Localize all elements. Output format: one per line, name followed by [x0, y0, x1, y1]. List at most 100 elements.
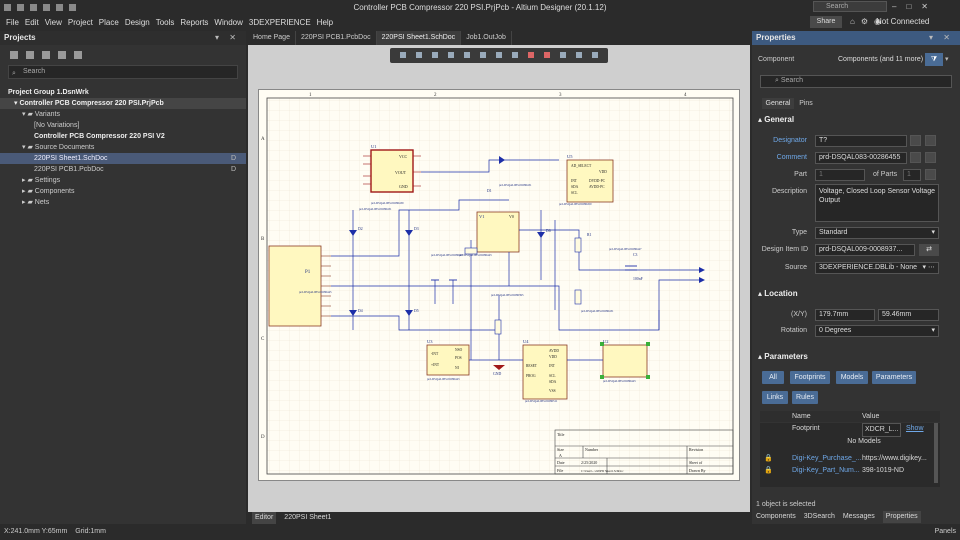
lock-icon[interactable] — [925, 169, 936, 180]
menu-help[interactable]: Help — [316, 17, 334, 27]
type-label: Type — [791, 229, 807, 236]
schematic-sheet[interactable]: 1 2 3 4 A B C D P1 U1 VCC VOUT GND U5 AD… — [258, 89, 740, 481]
global-search-input[interactable]: Search — [813, 1, 887, 12]
row-label: A — [261, 137, 265, 142]
menu-view[interactable]: View — [44, 17, 62, 27]
lock-icon[interactable]: 🔒 — [764, 455, 773, 462]
filter-icon[interactable]: ⧩ — [925, 53, 943, 66]
designator-field[interactable]: T? — [815, 135, 907, 147]
y-field[interactable]: 59.46mm — [878, 309, 939, 321]
menu-edit[interactable]: Edit — [24, 17, 39, 27]
tree-item-project[interactable]: ▾ Controller PCB Compressor 220 PSI.PrjP… — [0, 98, 246, 109]
tab-schdoc[interactable]: 220PSI Sheet1.SchDoc — [376, 31, 462, 45]
svg-text:RESET: RESET — [526, 364, 538, 368]
filter-parameters-button[interactable]: Parameters — [872, 371, 916, 384]
rotation-select[interactable]: 0 Degrees▾ — [815, 325, 939, 337]
menu-window[interactable]: Window — [214, 17, 243, 27]
menu-file[interactable]: File — [6, 17, 19, 27]
connection-status[interactable]: Not Connected — [876, 17, 930, 26]
filter-rules-button[interactable]: Rules — [792, 391, 818, 404]
save-all-icon[interactable] — [17, 3, 24, 11]
open-folder-icon[interactable] — [42, 51, 50, 59]
tab-components[interactable]: Components — [756, 513, 796, 520]
share-button[interactable]: Share — [810, 16, 842, 28]
table-row[interactable]: 🔒 Digi-Key_Purchase_... https://www.digi… — [760, 453, 940, 465]
tab-home-page[interactable]: Home Page — [248, 31, 296, 45]
tab-pcbdoc[interactable]: 220PSI PCB1.PcbDoc — [296, 31, 377, 45]
comment-field[interactable]: prd-DSQAL083-00286455 — [815, 152, 907, 164]
swap-icon[interactable]: ⇄ — [919, 244, 939, 256]
tab-editor[interactable]: Editor — [252, 512, 277, 524]
filter-dropdown-icon[interactable]: ▾ — [945, 56, 949, 63]
schematic-drawing[interactable]: 1 2 3 4 A B C D P1 U1 VCC VOUT GND U5 AD… — [259, 90, 741, 482]
menu-project[interactable]: Project — [67, 17, 93, 27]
menu-place[interactable]: Place — [98, 17, 119, 27]
u3-component — [426, 344, 470, 376]
panel-controls-icon[interactable]: ▾ ✕ — [215, 33, 240, 42]
tab-outjob[interactable]: Job1.OutJob — [461, 31, 512, 45]
save-project-icon[interactable] — [10, 51, 18, 59]
menu-reports[interactable]: Reports — [180, 17, 209, 27]
lock-icon[interactable]: 🔒 — [764, 467, 773, 474]
folder-icon[interactable] — [58, 51, 66, 59]
tree-item-variants[interactable]: ▾ ▰ Variants — [22, 111, 60, 118]
section-parameters[interactable]: ▴ Parameters — [758, 352, 808, 361]
eye-icon[interactable] — [910, 152, 921, 163]
filter-models-button[interactable]: Models — [836, 371, 868, 384]
source-field[interactable]: 3DEXPERIENCE.DBLib - None▾ ⋯ — [815, 262, 939, 274]
svg-text:Title: Title — [557, 432, 565, 437]
menu-3dexperience[interactable]: 3DEXPERIENCE — [248, 17, 311, 27]
tab-pins[interactable]: Pins — [799, 100, 813, 107]
svg-text:D2: D2 — [358, 227, 363, 231]
tree-item-project-group[interactable]: Project Group 1.DsnWrk — [8, 89, 89, 96]
description-field[interactable]: Voltage, Closed Loop Sensor Voltage Outp… — [815, 184, 939, 222]
tab-messages[interactable]: Messages — [842, 513, 875, 520]
design-item-field[interactable]: prd-DSQAL009-0008937... — [815, 244, 915, 256]
tab-general[interactable]: General — [762, 98, 794, 109]
undo-icon[interactable] — [43, 3, 50, 11]
tree-item-source-documents[interactable]: ▾ ▰ Source Documents — [22, 144, 95, 151]
tree-item-components[interactable]: ▸ ▰ Components — [22, 188, 75, 195]
menu-tools[interactable]: Tools — [155, 17, 175, 27]
active-bar-toolbar[interactable] — [390, 48, 608, 63]
tab-3dsearch[interactable]: 3DSearch — [803, 513, 835, 520]
menu-design[interactable]: Design — [124, 17, 150, 27]
active-bar-icons[interactable] — [390, 48, 608, 63]
tab-properties[interactable]: Properties — [882, 511, 921, 523]
window-controls[interactable]: –□✕ — [892, 2, 938, 11]
eye-icon[interactable] — [910, 135, 921, 146]
properties-search-input[interactable]: ⌕ Search — [760, 75, 952, 88]
svg-text:PROG: PROG — [526, 374, 536, 378]
redo-icon[interactable] — [56, 3, 63, 11]
x-field[interactable]: 179.7mm — [815, 309, 875, 321]
home-gear-user-icons[interactable]: ⌂⚙◉ — [850, 17, 887, 26]
dropdown-icon[interactable] — [69, 3, 76, 11]
lock-icon[interactable] — [925, 152, 936, 163]
tree-item-variant-v2[interactable]: Controller PCB Compressor 220 PSI V2 — [34, 133, 165, 140]
tab-sheet1[interactable]: 220PSI Sheet1 — [284, 514, 332, 521]
tree-item-no-variations[interactable]: [No Variations] — [34, 122, 80, 129]
open-icon[interactable] — [30, 3, 37, 11]
tree-item-nets[interactable]: ▸ ▰ Nets — [22, 199, 50, 206]
type-select[interactable]: Standard▾ — [815, 227, 939, 239]
table-row[interactable]: Footprint XDCR_L... Show — [760, 423, 940, 437]
table-row[interactable]: 🔒 Digi-Key_Part_Num... 398-1019-ND — [760, 465, 940, 477]
tree-item-settings[interactable]: ▸ ▰ Settings — [22, 177, 61, 184]
section-general[interactable]: ▴ General — [758, 115, 795, 124]
search-icon: ⌕ — [775, 77, 781, 84]
part-field[interactable]: 1 — [815, 169, 865, 181]
filter-links-button[interactable]: Links — [762, 391, 788, 404]
settings-icon[interactable] — [74, 51, 82, 59]
filter-all-button[interactable]: All — [762, 371, 784, 384]
projects-search-input[interactable]: ⌕ Search — [8, 65, 238, 79]
parameters-scrollbar[interactable] — [934, 423, 938, 483]
section-location[interactable]: ▴ Location — [758, 289, 798, 298]
panels-button[interactable]: Panels — [934, 528, 956, 535]
lock-icon[interactable] — [925, 135, 936, 146]
filter-footprints-button[interactable]: Footprints — [790, 371, 830, 384]
compile-icon[interactable] — [26, 51, 34, 59]
save-icon[interactable] — [4, 3, 11, 11]
panel-controls-icon[interactable]: ▾ ✕ — [929, 33, 954, 42]
